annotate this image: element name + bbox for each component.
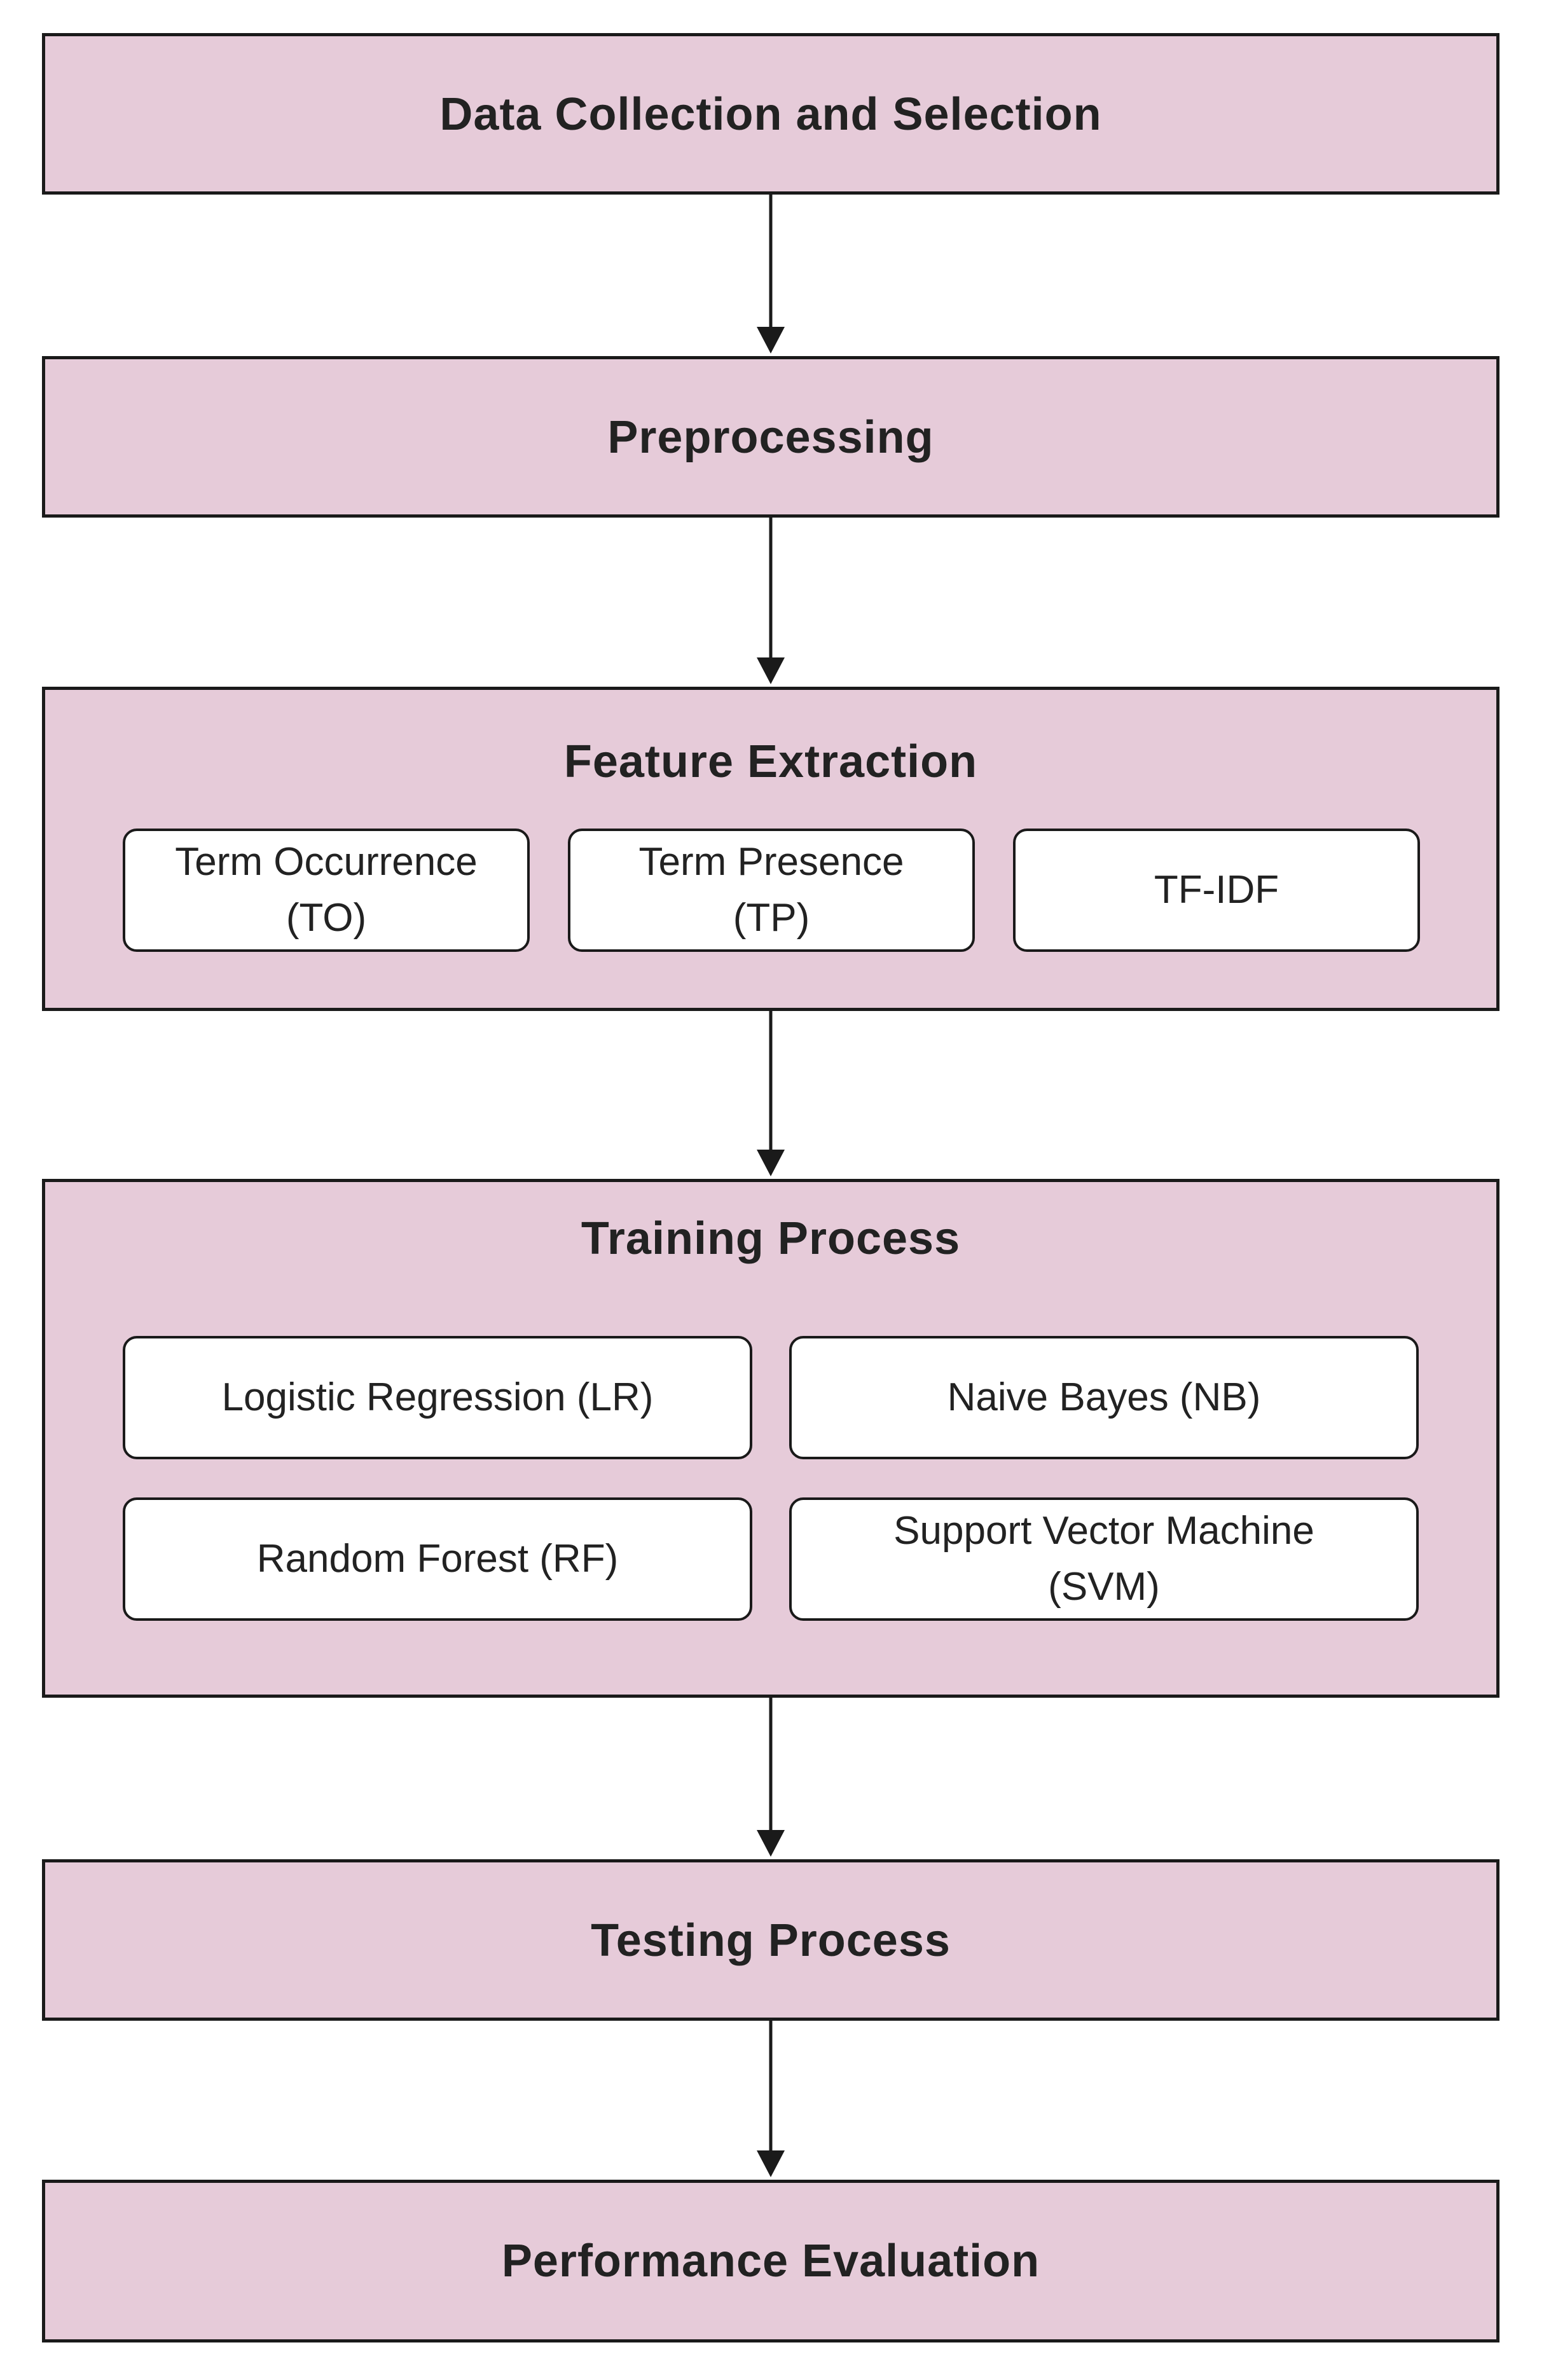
stage-feature-extraction: Feature Extraction Term Occurrence (TO) …	[42, 687, 1499, 1011]
feature-tf-idf-label: TF-IDF	[1154, 868, 1279, 912]
arrow-3-head	[757, 1150, 785, 1176]
stage-testing: Testing Process	[42, 1859, 1499, 2021]
arrow-4-head	[757, 1830, 785, 1857]
model-naive-bayes-label: Naive Bayes (NB)	[947, 1375, 1261, 1419]
model-logistic-regression-label: Logistic Regression (LR)	[221, 1375, 654, 1419]
model-naive-bayes: Naive Bayes (NB)	[789, 1336, 1419, 1459]
stage-data-collection: Data Collection and Selection	[42, 33, 1499, 195]
feature-term-occurrence-line1: Term Occurrence	[175, 840, 478, 884]
stage-title-testing: Testing Process	[591, 1915, 951, 1966]
feature-tf-idf: TF-IDF	[1013, 829, 1420, 952]
stage-title-feature-extraction: Feature Extraction	[563, 736, 978, 787]
stage-title-preprocessing: Preprocessing	[607, 412, 934, 463]
feature-term-occurrence-line2: (TO)	[286, 896, 367, 940]
feature-term-presence: Term Presence (TP)	[568, 829, 975, 952]
feature-term-occurrence: Term Occurrence (TO)	[123, 829, 530, 952]
model-random-forest-label: Random Forest (RF)	[256, 1537, 619, 1581]
feature-term-presence-line1: Term Presence	[638, 840, 904, 884]
model-random-forest: Random Forest (RF)	[123, 1497, 752, 1621]
arrow-2-head	[757, 657, 785, 684]
stage-evaluation: Performance Evaluation	[42, 2180, 1499, 2342]
arrow-1-head	[757, 327, 785, 354]
feature-term-presence-line2: (TP)	[733, 896, 810, 940]
stage-title-data-collection: Data Collection and Selection	[439, 89, 1102, 140]
model-support-vector-machine: Support Vector Machine (SVM)	[789, 1497, 1419, 1621]
arrow-5-head	[757, 2150, 785, 2177]
model-svm-line2: (SVM)	[1048, 1565, 1160, 1609]
model-svm-line1: Support Vector Machine	[893, 1509, 1314, 1553]
model-logistic-regression: Logistic Regression (LR)	[123, 1336, 752, 1459]
stage-training: Training Process Logistic Regression (LR…	[42, 1179, 1499, 1698]
stage-title-evaluation: Performance Evaluation	[501, 2236, 1040, 2287]
stage-title-training: Training Process	[581, 1213, 961, 1264]
stage-preprocessing: Preprocessing	[42, 356, 1499, 518]
